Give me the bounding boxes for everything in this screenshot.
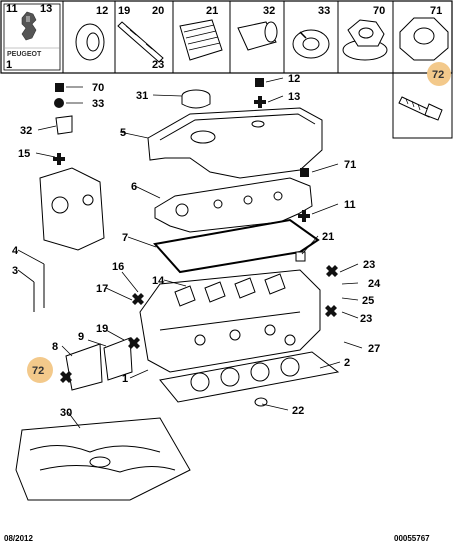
washer-12-icon [75, 23, 105, 61]
label-strip-bl: 1 [6, 59, 12, 71]
label-5: 5 [120, 127, 126, 139]
footer-ref: 00055767 [394, 534, 430, 543]
plug [254, 397, 268, 407]
label-8: 8 [52, 341, 58, 353]
label-72b: 72 [32, 365, 44, 377]
spring-21-icon [179, 19, 223, 61]
label-strip-72: 72 [432, 69, 444, 81]
label-strip-71: 71 [430, 5, 442, 17]
oil-filler-cap [181, 89, 211, 109]
hex-nut-71-icon [399, 17, 449, 61]
label-27: 27 [368, 343, 380, 355]
label-strip-20: 20 [152, 5, 164, 17]
leader-lines [17, 77, 363, 429]
label-24: 24 [368, 278, 381, 290]
lock-washer-33-icon [292, 29, 330, 59]
label-3: 3 [12, 265, 18, 277]
gasket-set [15, 417, 191, 501]
label-strip-33: 33 [318, 5, 330, 17]
label-23a: 23 [363, 259, 375, 271]
part-labels: 11 13 1 12 19 20 21 23 32 33 70 71 72 70… [6, 3, 444, 419]
label-strip-21: 21 [206, 5, 218, 17]
engine-drawing [15, 89, 340, 501]
label-9: 9 [78, 331, 84, 343]
label-15: 15 [18, 148, 30, 160]
label-12: 12 [288, 73, 300, 85]
markers [53, 78, 338, 383]
rocker-cover [147, 107, 323, 179]
label-strip-19: 19 [118, 5, 130, 17]
label-32: 32 [20, 125, 32, 137]
label-23b: 23 [360, 313, 372, 325]
label-strip-32: 32 [263, 5, 275, 17]
highlight-72-left [27, 357, 53, 383]
label-6: 6 [131, 181, 137, 193]
label-19: 19 [96, 323, 108, 335]
label-17: 17 [96, 283, 108, 295]
label-strip-tr: 13 [40, 3, 52, 15]
label-13: 13 [288, 91, 300, 103]
sleeve-32-icon [237, 21, 278, 51]
label-33: 33 [92, 98, 104, 110]
label-strip-23: 23 [152, 59, 164, 71]
sensor [55, 115, 73, 135]
label-7: 7 [122, 232, 128, 244]
label-30: 30 [60, 407, 72, 419]
camshaft-housing [154, 177, 313, 233]
label-11: 11 [344, 199, 356, 211]
label-22: 22 [292, 405, 304, 417]
brand-text: PEUGEOT [7, 51, 42, 58]
label-25: 25 [362, 295, 374, 307]
head-gasket [159, 351, 340, 403]
label-71: 71 [344, 159, 356, 171]
label-strip-12: 12 [96, 5, 108, 17]
label-strip-70: 70 [373, 5, 385, 17]
label-21: 21 [322, 231, 334, 243]
label-2: 2 [344, 357, 350, 369]
flange-nut-70-icon [342, 19, 388, 61]
head-bolts [33, 264, 45, 312]
peugeot-logo: PEUGEOT [3, 3, 61, 71]
footer-date: 08/2012 [4, 534, 33, 543]
cylinder-head [139, 269, 321, 373]
hardware-strip [0, 0, 453, 139]
label-4: 4 [12, 245, 19, 257]
stud-19-20-icon [117, 21, 164, 63]
bolt-72-icon [398, 96, 443, 121]
thermostat-housing [39, 167, 105, 251]
label-31: 31 [136, 90, 148, 102]
label-strip-tl: 11 [6, 3, 18, 15]
label-16: 16 [112, 261, 124, 273]
label-14: 14 [152, 275, 165, 287]
highlight-72-top [427, 62, 451, 86]
water-outlet [65, 337, 133, 391]
label-1: 1 [122, 373, 128, 385]
label-70: 70 [92, 82, 104, 94]
